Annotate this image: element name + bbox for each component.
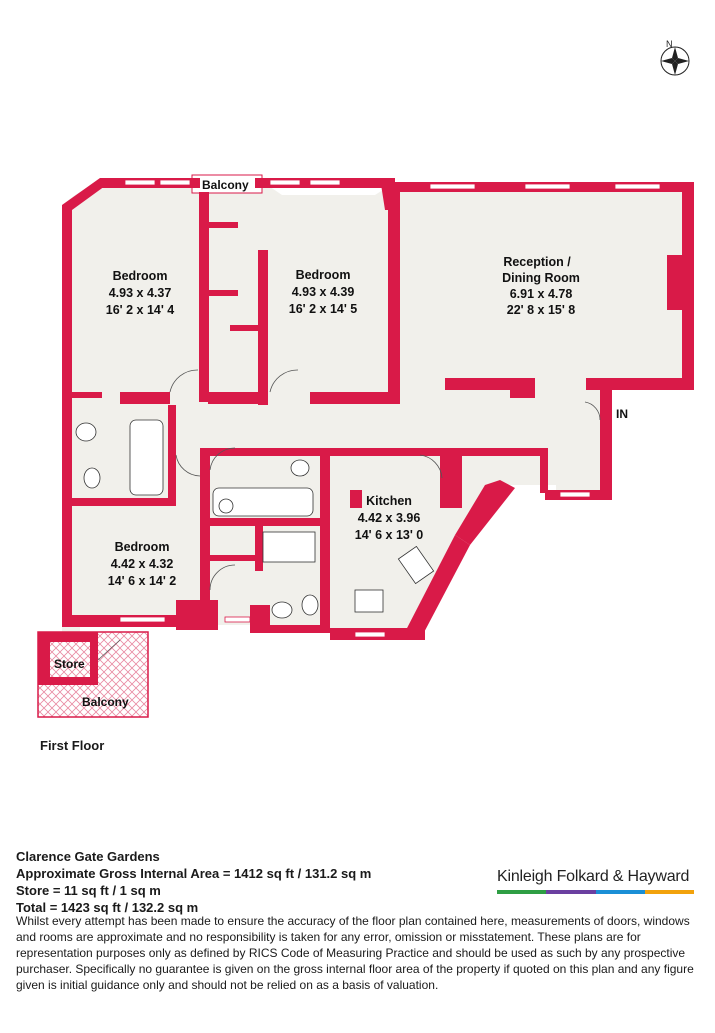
room-name: Bedroom xyxy=(115,540,170,554)
room-name: Bedroom xyxy=(296,268,351,282)
doors xyxy=(97,369,601,661)
property-name: Clarence Gate Gardens xyxy=(16,849,160,864)
brand-bar-green xyxy=(497,890,547,894)
shower-tray xyxy=(262,531,316,563)
room-imperial: 14' 6 x 14' 2 xyxy=(108,574,177,588)
room-name: Kitchen xyxy=(366,494,412,508)
wc-left xyxy=(83,467,101,489)
room-metric: 6.91 x 4.78 xyxy=(510,287,573,301)
room-name: Bedroom xyxy=(113,269,168,283)
basin-bottom xyxy=(271,601,293,619)
basin-left xyxy=(75,422,97,442)
brand-color-bar xyxy=(497,890,694,894)
kitchen-sink xyxy=(354,589,384,613)
floor-plan: N xyxy=(37,39,694,718)
fixtures xyxy=(75,419,435,619)
compass-north-label: N xyxy=(666,39,673,49)
room-bedroom-3: Bedroom 4.42 x 4.32 14' 6 x 14' 2 xyxy=(108,540,177,588)
floor-name: First Floor xyxy=(40,738,105,753)
brand-bar-purple xyxy=(546,890,596,894)
brand-bar-orange xyxy=(644,890,694,894)
balcony-bottom-label: Balcony xyxy=(82,695,129,709)
room-metric: 4.93 x 4.37 xyxy=(109,286,172,300)
disclaimer-text: Whilst every attempt has been made to en… xyxy=(16,914,694,992)
brand-name: Kinleigh Folkard & Hayward xyxy=(497,868,690,885)
brand-logo: Kinleigh Folkard & Hayward xyxy=(497,868,697,894)
store-area: Store = 11 sq ft / 1 sq m xyxy=(16,883,161,898)
bath-middle xyxy=(212,487,314,517)
balcony-top-label: Balcony xyxy=(202,178,249,192)
room-metric: 4.42 x 4.32 xyxy=(111,557,174,571)
room-reception: Reception / Dining Room 6.91 x 4.78 22' … xyxy=(502,255,580,317)
floor-area xyxy=(38,180,692,640)
total-area: Total = 1423 sq ft / 132.2 sq m xyxy=(16,900,199,915)
room-imperial: 16' 2 x 14' 4 xyxy=(106,303,175,317)
room-name-line1: Reception / xyxy=(503,255,571,269)
gross-internal-area: Approximate Gross Internal Area = 1412 s… xyxy=(16,866,372,881)
property-info: Clarence Gate Gardens Approximate Gross … xyxy=(16,848,706,916)
room-imperial: 22' 8 x 15' 8 xyxy=(507,303,576,317)
bath-left xyxy=(129,419,164,496)
room-metric: 4.42 x 3.96 xyxy=(358,511,421,525)
room-kitchen: Kitchen 4.42 x 3.96 14' 6 x 13' 0 xyxy=(355,494,424,542)
room-bedroom-2: Bedroom 4.93 x 4.39 16' 2 x 14' 5 xyxy=(289,268,358,316)
store-label: Store xyxy=(54,657,85,671)
basin-middle xyxy=(218,498,234,514)
room-name-line2: Dining Room xyxy=(502,271,580,285)
kitchen-hob xyxy=(397,545,435,585)
windows xyxy=(119,179,661,638)
entrance-label: IN xyxy=(616,407,628,421)
walls xyxy=(38,178,694,685)
room-imperial: 14' 6 x 13' 0 xyxy=(355,528,424,542)
wc-middle xyxy=(290,459,310,477)
compass-rose-icon: N xyxy=(660,39,690,76)
room-metric: 4.93 x 4.39 xyxy=(292,285,355,299)
room-imperial: 16' 2 x 14' 5 xyxy=(289,302,358,316)
brand-bar-blue xyxy=(595,890,645,894)
wc-bottom xyxy=(301,594,319,616)
room-bedroom-1: Bedroom 4.93 x 4.37 16' 2 x 14' 4 xyxy=(106,269,175,317)
